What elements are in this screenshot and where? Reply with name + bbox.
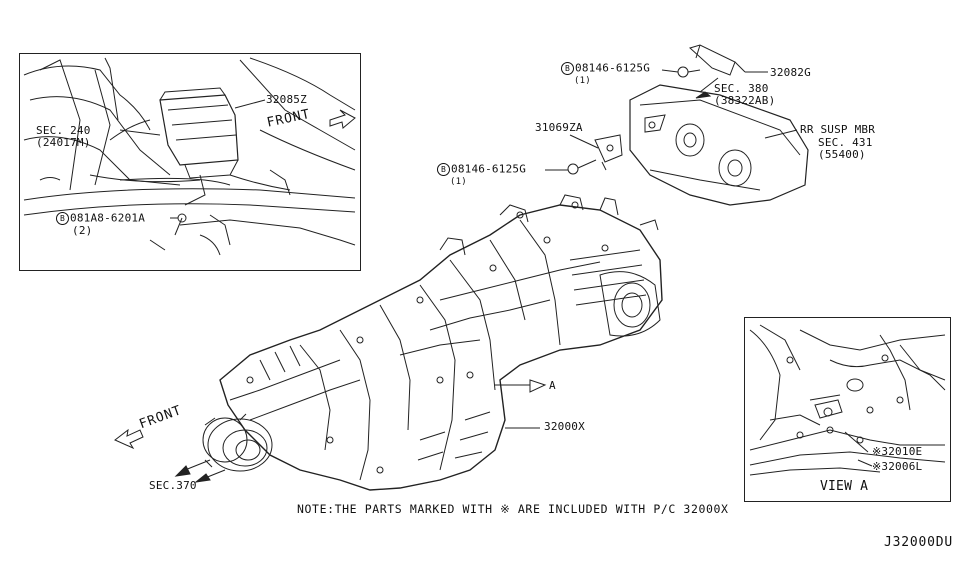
bolt-symbol-b: B [561,62,574,75]
inset-frame-top-left [19,53,361,271]
bolt-quantity: (1) [450,177,467,187]
bolt-quantity: (2) [72,224,93,237]
leader-sec380 [699,77,719,93]
section-label-240: SEC. 240 [36,124,91,137]
part-label-32010e: ※32010E [872,445,923,458]
section-ref-38322ab: (38322AB) [714,94,776,107]
section-label-380: SEC. 380 [714,82,769,95]
part-label-31069za: 31069ZA [535,121,583,134]
bolt-mid-illustration [567,159,597,175]
section-ref-24017m: (24017M) [36,136,91,149]
leader-32085z [234,99,266,109]
bolt-part-number: 081A8-6201A [70,211,146,225]
front-arrow-main [114,428,144,450]
leader-sec240 [119,129,161,136]
leader-bolt-top [661,69,679,73]
bolt-quantity: (1) [574,76,591,86]
rear-suspension-member-illustration [629,84,809,206]
transmission-assembly-illustration [174,194,663,491]
bracket-31069za-illustration [594,134,623,171]
inset-frame-view-a [744,317,951,502]
part-label-32085z: 32085Z [266,93,307,106]
section-label-431: SEC. 431 [818,136,873,149]
leader-32006l [857,459,873,467]
bolt-part-number: 08146-6125G [575,61,651,75]
section-label-370: SEC.370 [149,479,197,492]
bolt-top-illustration [677,66,701,78]
inset-vehicle-body-illustration [23,57,356,256]
sensor-32082g-illustration [689,44,746,76]
view-a-detail-illustration [749,324,946,476]
footer-note: NOTE:THE PARTS MARKED WITH ※ ARE INCLUDE… [297,502,729,516]
bolt-symbol-b: B [56,212,69,225]
bolt-part-number: 08146-6125G [451,162,527,176]
rr-susp-mbr-label: RR SUSP MBR [800,123,876,136]
part-label-32082g: 32082G [770,66,811,79]
view-a-reference-label: A [549,379,556,392]
part-label-32000x: 32000X [544,420,585,433]
section-ref-55400: (55400) [818,148,866,161]
leader-31069za [569,134,599,149]
bolt-symbol-b: B [437,163,450,176]
front-arrow-inset [329,109,356,129]
arrow-sec380 [695,91,712,99]
leader-32010e [844,431,869,453]
diagram-code: J32000DU [884,535,954,550]
view-a-title: VIEW A [820,479,869,494]
arrow-view-a [529,379,547,393]
part-label-32006l: ※32006L [872,460,923,473]
leader-rr-susp [764,129,798,139]
